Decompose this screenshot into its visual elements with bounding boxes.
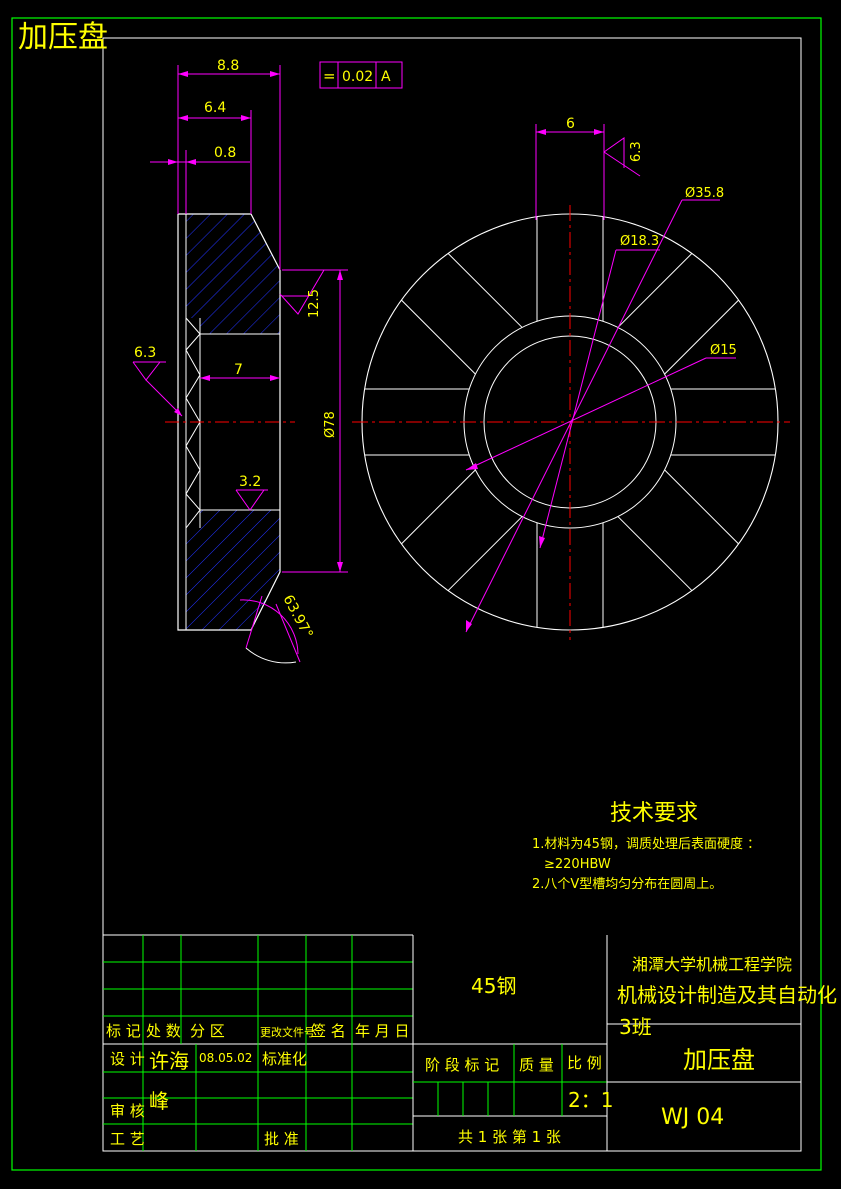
outer-frame (11, 17, 822, 1171)
school: 湘潭大学机械工程学院 (632, 955, 792, 974)
svg-text:阶 段 标 记: 阶 段 标 记 (425, 1056, 499, 1074)
svg-text:审 核: 审 核 (110, 1102, 145, 1120)
svg-text:质 量: 质 量 (519, 1056, 554, 1074)
svg-text:12.5: 12.5 (307, 289, 322, 318)
groove-edge (617, 253, 693, 328)
groove-edge (664, 469, 739, 545)
front-view: 6 Ø35.8 Ø18.3 Ø15 6.3 (352, 116, 790, 640)
section-view: 8.8 6.4 0.8 7 Ø78 = 0.02 A 12.5 6.3 (132, 58, 403, 664)
roughness-6-3-left: 6.3 (132, 345, 183, 417)
tolerance-datum: A (381, 69, 391, 85)
roughness-6-3-right: 6.3 (603, 137, 644, 177)
groove-edge (664, 299, 739, 375)
designer-name: 许海 (149, 1049, 189, 1073)
groove-edge (401, 469, 476, 545)
svg-text:分 区: 分 区 (190, 1022, 225, 1040)
svg-text:设 计: 设 计 (110, 1050, 145, 1068)
dim-7: 7 (234, 362, 243, 378)
part-name: 加压盘 (683, 1046, 755, 1074)
tech-line-1: 1.材料为45钢，调质处理后表面硬度 ： (532, 836, 760, 852)
v-grooves-radial (364, 216, 776, 628)
scale: 2：1 (568, 1088, 613, 1112)
dim-phi-78: Ø78 (323, 411, 338, 438)
svg-text:工 艺: 工 艺 (110, 1130, 145, 1148)
inner-frame (102, 37, 802, 1152)
dim-phi-18-3: Ø18.3 (620, 234, 659, 249)
drawing-code: WJ 04 (661, 1105, 724, 1130)
major: 机械设计制造及其自动化 (617, 983, 837, 1007)
tech-line-2: 2.八个V型槽均匀分布在圆周上。 (532, 877, 722, 892)
groove-edge (447, 516, 523, 591)
groove-edge (401, 299, 476, 375)
svg-text:3.2: 3.2 (239, 474, 261, 490)
svg-text:峰: 峰 (149, 1089, 169, 1113)
class: 3班 (619, 1015, 652, 1039)
dim-phi-35-8: Ø35.8 (685, 186, 724, 201)
svg-text:63.97°: 63.97° (279, 592, 315, 641)
tech-requirements: 技术要求 1.材料为45钢，调质处理后表面硬度 ： ≥220HBW 2.八个V型… (532, 801, 760, 892)
svg-text:6.3: 6.3 (134, 345, 156, 361)
svg-text:更改文件号: 更改文件号 (260, 1025, 315, 1039)
groove-edge (447, 253, 523, 328)
tolerance-symbol: = (323, 67, 336, 85)
hatch-upper (186, 214, 280, 334)
tech-title: 技术要求 (610, 801, 698, 826)
svg-text:签 名: 签 名 (311, 1022, 346, 1040)
v-groove (185, 317, 201, 529)
corner-title: 加压盘 (18, 20, 108, 55)
dim-phi-15: Ø15 (710, 343, 737, 358)
svg-text:处 数: 处 数 (146, 1022, 181, 1040)
svg-text:年 月 日: 年 月 日 (355, 1022, 410, 1040)
svg-text:08.05.02: 08.05.02 (199, 1051, 252, 1065)
tolerance-frame: = 0.02 A (319, 61, 403, 89)
svg-text:批 准: 批 准 (264, 1130, 299, 1148)
dim-0-8: 0.8 (214, 145, 236, 161)
material: 45钢 (471, 974, 516, 998)
svg-text:6.3: 6.3 (629, 141, 644, 162)
dim-6-4: 6.4 (204, 100, 226, 116)
svg-text:比 例: 比 例 (567, 1054, 602, 1072)
svg-text:标准化: 标准化 (262, 1050, 307, 1068)
svg-text:标 记: 标 记 (106, 1022, 141, 1040)
dim-6: 6 (566, 116, 575, 132)
tech-line-1b: ≥220HBW (544, 857, 611, 872)
svg-text:共 1 张 第 1 张: 共 1 张 第 1 张 (458, 1128, 561, 1146)
tolerance-value: 0.02 (342, 69, 373, 85)
roughness-12-5: 12.5 (279, 269, 325, 318)
roughness-3-2: 3.2 (235, 474, 268, 511)
title-block: 标 记 处 数 分 区 更改文件号 签 名 年 月 日 设 计 许海 峰 08.… (103, 934, 837, 1151)
hatch-lower (186, 510, 280, 630)
dim-8-8: 8.8 (217, 58, 239, 74)
groove-edge (617, 516, 693, 591)
